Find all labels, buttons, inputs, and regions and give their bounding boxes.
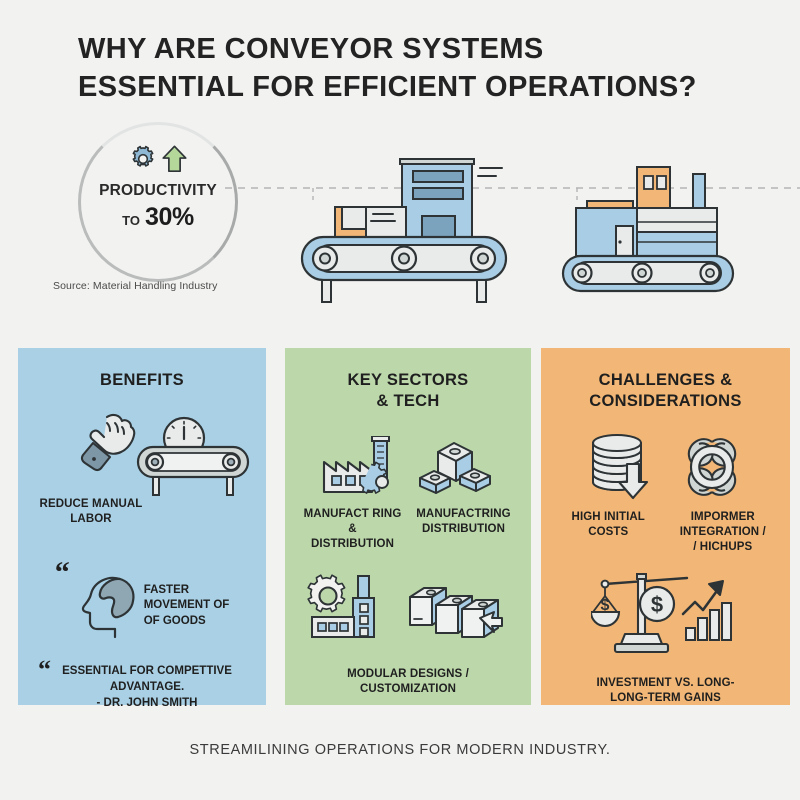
svg-text:$: $ [600, 597, 609, 614]
title-line-1: WHY ARE CONVEYOR SYSTEMS [78, 33, 544, 65]
balance-scale-chart-icon: $ $ [590, 573, 732, 654]
challenges-icon-group-2: $ $ [555, 570, 776, 660]
head-profile-icon [81, 576, 135, 638]
badge-ring [78, 122, 238, 282]
gear-factory-icon [307, 574, 375, 639]
coin-stack-down-arrow-icon [591, 434, 648, 500]
quote-mark-icon-2: “ [38, 654, 51, 684]
panel-key-sectors-title: KEY SECTORS & TECH [347, 371, 469, 411]
fist-hand-icon [80, 413, 136, 472]
up-arrow-icon [162, 145, 187, 173]
caption-manufacturing-distribution-a: MANUFACT RING & DISTRIBUTION [303, 508, 402, 550]
badge-prefix: TO [122, 213, 140, 228]
key-sectors-icon-group-1 [299, 436, 517, 498]
conveyor-with-boxes-and-building-illustration [300, 158, 508, 303]
key-sectors-icon-group-2 [299, 573, 517, 641]
panel-key-sectors[interactable]: KEY SECTORS & TECH [285, 348, 531, 705]
stacked-boxes-icon [419, 442, 491, 495]
badge-icon-group [78, 144, 238, 174]
caption-impormer-integration: IMPORMER INTEGRATION / / HICHUPS [679, 511, 766, 553]
page-title: WHY ARE CONVEYOR SYSTEMS ESSENTIAL FOR E… [78, 30, 738, 107]
badge-label: PRODUCTIVITY [99, 182, 217, 199]
pull-quote-body: ESSENTIAL FOR COMPETTIVE ADVANTAGE. - DR… [38, 663, 246, 712]
panel-challenges-title: CHALLENGES & CONSIDERATIONS [589, 371, 742, 411]
badge-value-row: TO 30% [78, 203, 238, 232]
caption-high-initial-costs: HIGH INITIAL COSTS [571, 511, 645, 538]
factory-on-conveyor-illustration [561, 166, 735, 293]
benefits-icon-group-2: “ FASTER MOVEMENT OF OF GOODS [32, 555, 252, 641]
pull-quote-attribution: - DR. JOHN SMITH [96, 697, 198, 710]
badge-value: 30% [144, 203, 194, 231]
caption-faster-movement: FASTER MOVEMENT OF OF GOODS [143, 583, 230, 627]
caption-investment-vs-long-term: INVESTMENT VS. LONG- LONG-TERM GAINS [596, 677, 735, 705]
title-line-2: ESSENTIAL FOR EFFICIENT OPERATIONS? [78, 71, 697, 104]
caption-manufacturing-distribution-b: MANUFACTRING DISTRIBUTION [416, 508, 511, 535]
panel-row: BENEFITS [0, 348, 800, 709]
gear-icon [132, 145, 154, 167]
caption-reduce-manual-labor: REDUCE MANUAL LABOR [39, 498, 143, 525]
pull-quote: “ ESSENTIAL FOR COMPETTIVE ADVANTAGE. - … [32, 656, 252, 712]
panel-challenges[interactable]: CHALLENGES & CONSIDERATIONS [541, 348, 790, 705]
footer-tagline: STREAMILINING OPERATIONS FOR MODERN INDU… [189, 742, 611, 758]
connector-dashed-line [225, 187, 800, 204]
badge-text-group: PRODUCTIVITY TO 30% [78, 182, 238, 232]
panel-benefits[interactable]: BENEFITS [18, 348, 266, 709]
challenges-icon-group-1 [555, 434, 776, 500]
benefits-caption-row: REDUCE MANUAL LABOR [32, 497, 252, 526]
quote-mark-icon: “ [54, 555, 70, 589]
knot-infinity-icon [687, 438, 736, 497]
caption-modular-designs: MODULAR DESIGNS / CUSTOMIZATION [347, 668, 469, 696]
challenges-caption-row-1: HIGH INITIAL COSTS IMPORMER INTEGRATION … [555, 510, 776, 554]
badge-source: Source: Material Handling Industry [53, 280, 218, 292]
factory-gear-icon [322, 436, 390, 495]
productivity-badge: PRODUCTIVITY TO 30% Source: Material Han… [53, 122, 238, 292]
panel-benefits-title: BENEFITS [100, 371, 184, 389]
svg-text:$: $ [650, 592, 662, 617]
conveyor-belt-icon [136, 446, 250, 497]
boxes-arrow-icon [409, 587, 503, 639]
key-sectors-caption-row-1: MANUFACT RING & DISTRIBUTION MANUFACTRIN… [299, 507, 517, 551]
